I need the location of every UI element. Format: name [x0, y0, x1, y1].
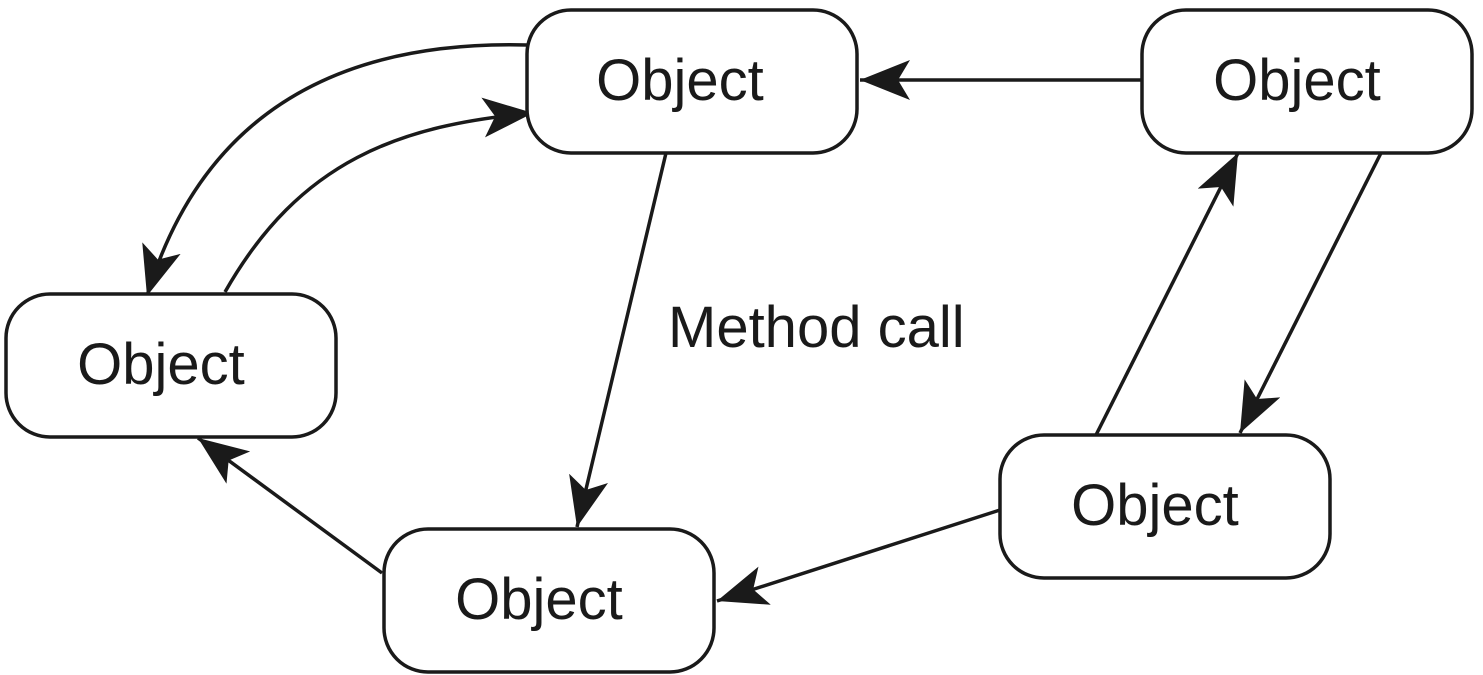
edges	[142, 43, 1383, 605]
node-box	[1140, 8, 1474, 155]
node-label: Object	[77, 332, 245, 397]
node-left: Object	[4, 292, 338, 439]
edge-bottomright-to-topright	[1094, 152, 1240, 436]
node-box	[998, 433, 1332, 580]
edge-bottomcenter-to-left	[196, 436, 384, 575]
node-box	[382, 527, 716, 674]
node-top-right: Object	[1140, 8, 1474, 155]
node-bottom-right: Object	[998, 433, 1332, 580]
node-bottom-center: Object	[382, 527, 716, 674]
node-top-center: Object	[525, 8, 859, 155]
node-box	[4, 292, 338, 439]
node-label: Object	[596, 48, 764, 113]
edge-bottomright-to-bottomcenter	[716, 508, 1001, 605]
edge-topright-to-bottomright	[1238, 152, 1383, 434]
node-label: Object	[1213, 48, 1381, 113]
node-label: Object	[1071, 473, 1239, 538]
node-box	[525, 8, 859, 155]
node-label: Object	[455, 567, 623, 632]
edge-left-to-topcenter	[223, 97, 534, 293]
edge-topcenter-to-bottomcenter	[569, 152, 668, 528]
edge-topcenter-to-left	[142, 43, 528, 297]
method-call-label: Method call	[668, 295, 965, 360]
